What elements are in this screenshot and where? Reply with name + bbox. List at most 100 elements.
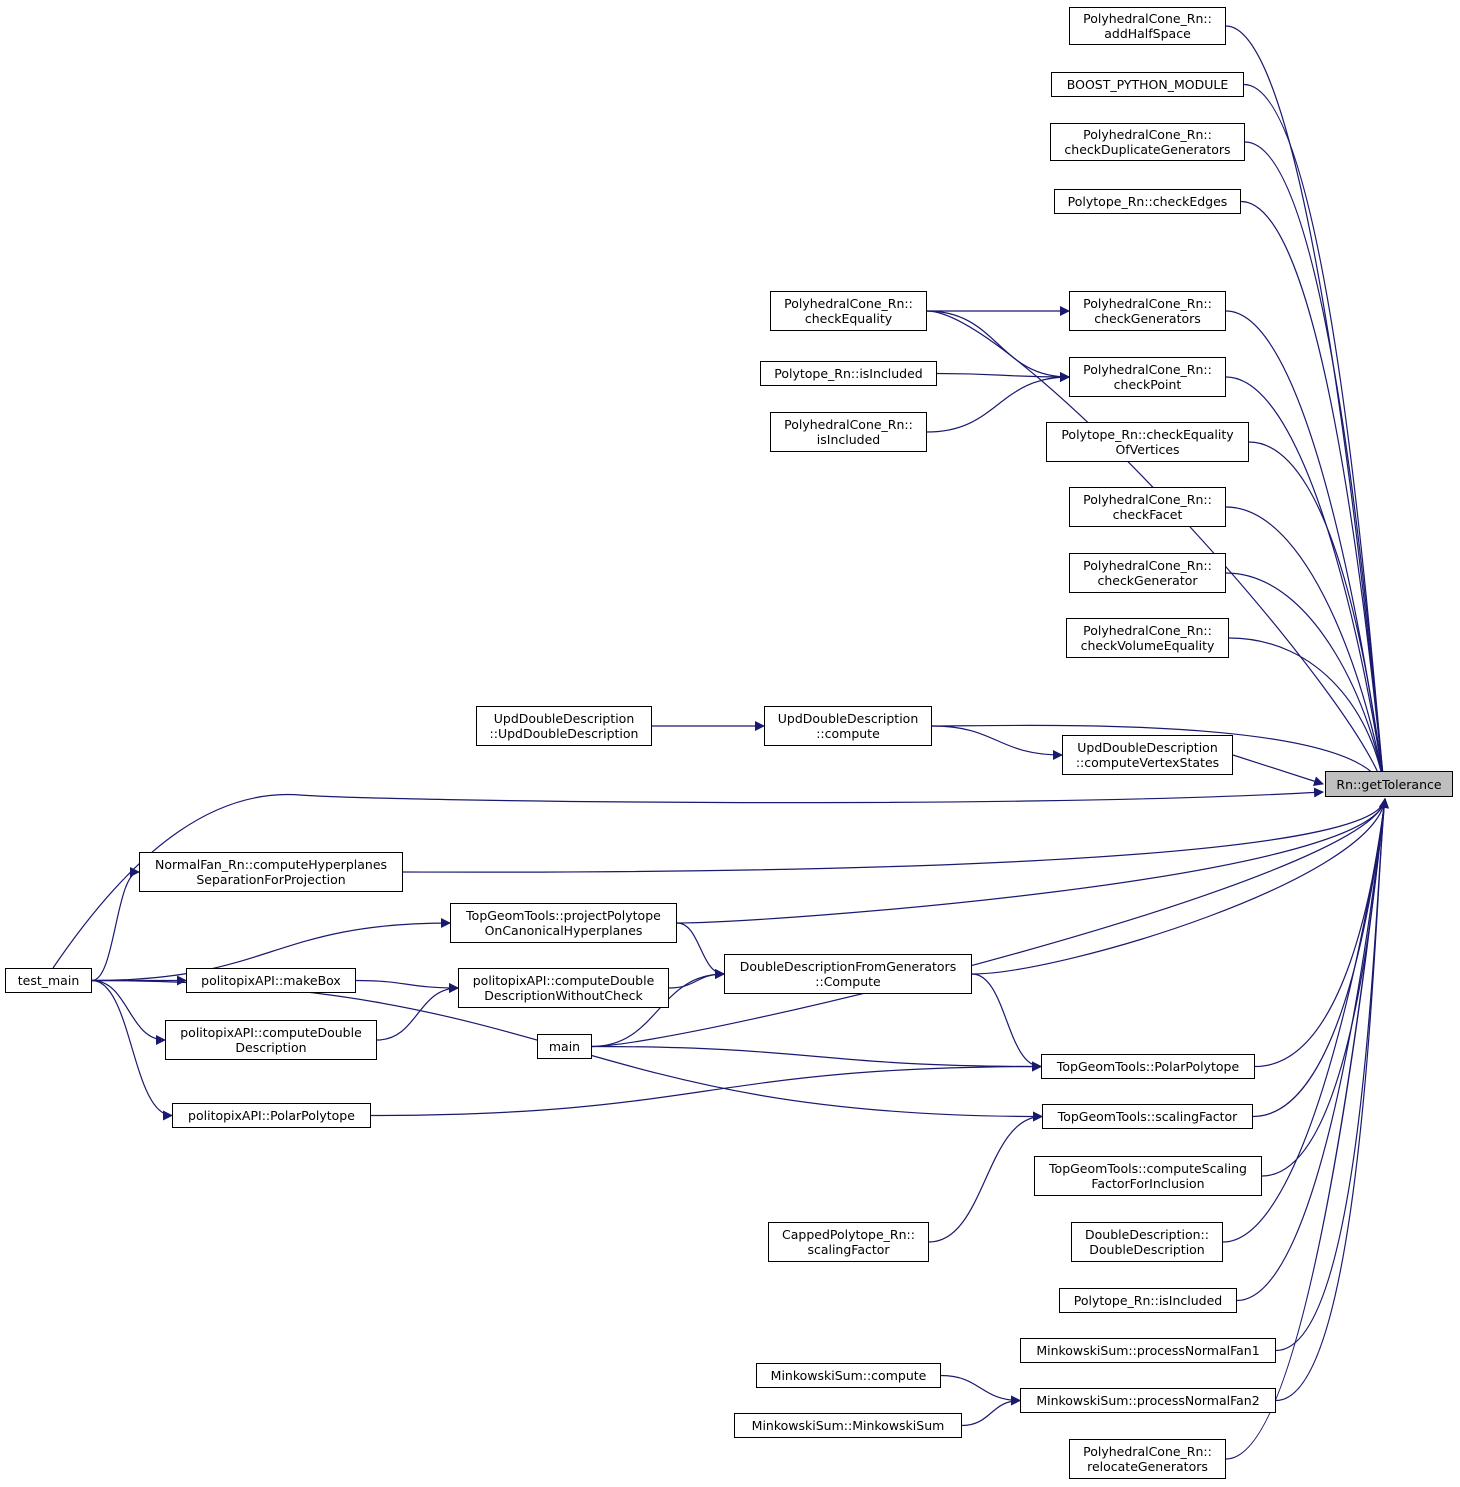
node-check-facet[interactable]: PolyhedralCone_Rn::checkFacet xyxy=(1069,487,1226,527)
node-dd-constructor[interactable]: DoubleDescription::DoubleDescription xyxy=(1071,1222,1223,1262)
node-label-line: DescriptionWithoutCheck xyxy=(484,988,643,1003)
edge-processNormalFan1-to-target xyxy=(1275,798,1389,1352)
node-label-line: checkVolumeEquality xyxy=(1080,638,1215,653)
node-label-line: MinkowskiSum::compute xyxy=(770,1368,927,1383)
node-upd-dd-constructor[interactable]: UpdDoubleDescription::UpdDoubleDescripti… xyxy=(476,706,652,746)
node-check-equality[interactable]: PolyhedralCone_Rn::checkEquality xyxy=(770,291,927,331)
edge-checkPoint-to-target xyxy=(1225,376,1389,795)
node-label-line: Polytope_Rn::checkEquality xyxy=(1061,427,1234,442)
node-label-line: checkPoint xyxy=(1113,377,1182,392)
edge-polytopeIsIncludedRight-to-target xyxy=(1236,798,1389,1302)
node-label-line: politopixAPI::computeDouble xyxy=(180,1025,362,1040)
edge-projectPolytope-to-ddFromGeneratorsCompute xyxy=(676,922,725,979)
node-check-point[interactable]: PolyhedralCone_Rn::checkPoint xyxy=(1069,357,1226,397)
node-label-line: checkGenerator xyxy=(1097,573,1198,588)
node-label-line: PolyhedralCone_Rn:: xyxy=(1083,558,1212,573)
edge-updCompute-to-updComputeVertexStates xyxy=(931,725,1063,760)
edge-checkGenerator-to-target xyxy=(1225,572,1389,795)
edge-processNormalFan2-to-target xyxy=(1275,798,1389,1402)
edge-coneIsIncluded-to-checkPoint xyxy=(926,372,1070,433)
edge-minkowskiCtor-to-processNormalFan2 xyxy=(961,1395,1021,1427)
node-label-line: ::computeVertexStates xyxy=(1075,755,1220,770)
node-label-line: UpdDoubleDescription xyxy=(777,711,919,726)
edge-relocateGenerators-to-target xyxy=(1225,798,1389,1460)
node-upd-compute-vertex-states[interactable]: UpdDoubleDescription::computeVertexState… xyxy=(1062,735,1233,775)
edge-computeDDWithoutCheck-to-ddFromGeneratorsCompute xyxy=(668,969,725,989)
edge-apiPolarPolytope-to-topPolarPolytope xyxy=(370,1061,1042,1117)
node-dd-from-generators-compute[interactable]: DoubleDescriptionFromGenerators::Compute xyxy=(724,954,972,994)
node-label-line: FactorForInclusion xyxy=(1091,1176,1205,1191)
node-capped-scaling-factor[interactable]: CappedPolytope_Rn::scalingFactor xyxy=(768,1222,929,1262)
node-polytope-is-included-left[interactable]: Polytope_Rn::isIncluded xyxy=(760,361,937,386)
edge-addHalfSpace-to-target xyxy=(1225,25,1389,795)
node-relocate-generators[interactable]: PolyhedralCone_Rn::relocateGenerators xyxy=(1069,1439,1226,1479)
edge-checkVolumeEquality-to-target xyxy=(1228,637,1389,795)
node-top-polar-polytope[interactable]: TopGeomTools::PolarPolytope xyxy=(1041,1054,1255,1079)
node-label-line: Description xyxy=(235,1040,307,1055)
edge-updCompute-to-target xyxy=(931,724,1389,795)
node-upd-dd-compute[interactable]: UpdDoubleDescription::compute xyxy=(764,706,932,746)
node-minkowski-compute[interactable]: MinkowskiSum::compute xyxy=(756,1363,941,1388)
node-label-line: checkDuplicateGenerators xyxy=(1064,142,1231,157)
edge-main-to-ddFromGeneratorsCompute xyxy=(591,969,725,1048)
node-label-line: PolyhedralCone_Rn:: xyxy=(784,417,913,432)
node-check-generators[interactable]: PolyhedralCone_Rn::checkGenerators xyxy=(1069,291,1226,331)
node-label-line: politopixAPI::PolarPolytope xyxy=(188,1108,355,1123)
node-label-line: TopGeomTools::scalingFactor xyxy=(1057,1109,1238,1124)
node-label-line: scalingFactor xyxy=(807,1242,890,1257)
node-label-line: CappedPolytope_Rn:: xyxy=(782,1227,915,1242)
edge-checkEdges-to-target xyxy=(1240,200,1389,795)
node-top-scaling-factor[interactable]: TopGeomTools::scalingFactor xyxy=(1042,1104,1253,1129)
edge-testMain-to-projectPolytope xyxy=(91,918,451,982)
node-label-line: main xyxy=(548,1039,581,1054)
node-check-generator[interactable]: PolyhedralCone_Rn::checkGenerator xyxy=(1069,553,1226,593)
node-label-line: PolyhedralCone_Rn:: xyxy=(784,296,913,311)
node-label-line: relocateGenerators xyxy=(1087,1459,1208,1474)
node-check-duplicate-generators[interactable]: PolyhedralCone_Rn::checkDuplicateGenerat… xyxy=(1050,123,1245,161)
node-make-box[interactable]: politopixAPI::makeBox xyxy=(186,968,356,993)
node-label-line: OnCanonicalHyperplanes xyxy=(484,923,643,938)
node-check-edges[interactable]: Polytope_Rn::checkEdges xyxy=(1054,189,1241,214)
edge-minkowskiCompute-to-processNormalFan2 xyxy=(940,1374,1021,1406)
node-label-line: TopGeomTools::PolarPolytope xyxy=(1056,1059,1240,1074)
node-check-volume-equality[interactable]: PolyhedralCone_Rn::checkVolumeEquality xyxy=(1066,618,1229,658)
node-label-line: NormalFan_Rn::computeHyperplanes xyxy=(154,857,388,872)
edge-checkFacet-to-target xyxy=(1225,506,1389,795)
node-polytope-is-included-right[interactable]: Polytope_Rn::isIncluded xyxy=(1059,1288,1237,1313)
node-main[interactable]: main xyxy=(537,1034,592,1059)
node-label-line: ::compute xyxy=(816,726,880,741)
node-label-line: PolyhedralCone_Rn:: xyxy=(1083,1444,1212,1459)
node-label-line: checkFacet xyxy=(1112,507,1183,522)
node-get-tolerance: Rn::getTolerance xyxy=(1325,771,1453,797)
node-api-polar-polytope[interactable]: politopixAPI::PolarPolytope xyxy=(172,1103,371,1128)
edge-main-to-target xyxy=(591,798,1389,1048)
edge-testMain-to-normalFan xyxy=(91,867,140,982)
node-label-line: PolyhedralCone_Rn:: xyxy=(1083,296,1212,311)
node-test-main[interactable]: test_main xyxy=(5,968,92,993)
node-label-line: TopGeomTools::computeScaling xyxy=(1049,1161,1247,1176)
node-label-line: PolyhedralCone_Rn:: xyxy=(1083,623,1212,638)
edge-checkDuplicateGenerators-to-target xyxy=(1244,141,1389,795)
node-label-line: PolyhedralCone_Rn:: xyxy=(1083,127,1212,142)
node-cone-is-included[interactable]: PolyhedralCone_Rn::isIncluded xyxy=(770,412,927,452)
node-minkowski-constructor[interactable]: MinkowskiSum::MinkowskiSum xyxy=(734,1413,962,1438)
node-label-line: checkGenerators xyxy=(1094,311,1201,326)
edge-polytopeIsIncludedLeft-to-checkPoint xyxy=(936,371,1070,382)
node-boost-python-module[interactable]: BOOST_PYTHON_MODULE xyxy=(1051,72,1244,97)
edge-checkEquality-to-checkPoint xyxy=(926,310,1070,382)
node-add-half-space[interactable]: PolyhedralCone_Rn::addHalfSpace xyxy=(1069,7,1226,45)
node-label-line: Polytope_Rn::isIncluded xyxy=(774,366,923,381)
node-process-normal-fan1[interactable]: MinkowskiSum::processNormalFan1 xyxy=(1020,1338,1276,1363)
node-label-line: addHalfSpace xyxy=(1104,26,1191,41)
edge-updComputeVertexStates-to-target xyxy=(1232,754,1324,786)
edge-testMain-to-apiPolarPolytope xyxy=(91,979,173,1121)
node-process-normal-fan2[interactable]: MinkowskiSum::processNormalFan2 xyxy=(1020,1388,1276,1413)
